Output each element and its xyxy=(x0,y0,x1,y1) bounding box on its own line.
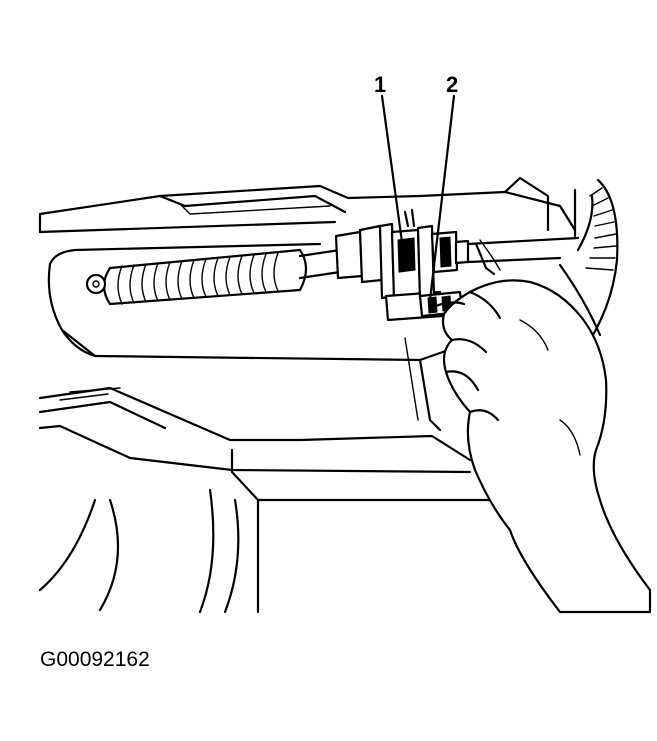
technician-hand xyxy=(434,279,652,614)
callout-1-label: 1 xyxy=(374,72,386,97)
shift-cable xyxy=(466,236,580,276)
bracket-panel xyxy=(47,242,462,432)
callout-leaders xyxy=(380,94,456,302)
switch-assembly xyxy=(334,208,470,322)
corrugated-hose xyxy=(558,178,619,354)
lower-duct xyxy=(38,386,497,502)
upper-dash-panel xyxy=(38,176,577,238)
callout-2-label: 2 xyxy=(446,72,458,97)
callout-2-leader xyxy=(428,94,456,302)
lower-curves xyxy=(38,488,260,614)
cable-boot xyxy=(85,248,342,306)
figure-id: G00092162 xyxy=(40,648,150,671)
callout-1-leader xyxy=(380,94,404,244)
